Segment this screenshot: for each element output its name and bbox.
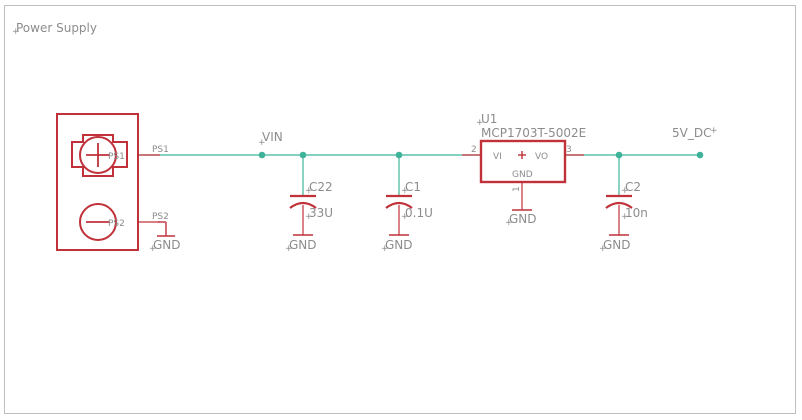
c22-value: 33U <box>309 206 333 220</box>
vin-wires <box>138 154 480 196</box>
gnd-c2-cross: + <box>599 244 607 254</box>
c2-ref: C2 <box>625 180 641 194</box>
gnd-c1-cross: + <box>381 244 389 254</box>
u1-ref-cross: + <box>476 118 484 128</box>
power-connector[interactable] <box>56 113 160 251</box>
gnd-c1-label: GND <box>385 238 413 252</box>
junction-c1 <box>395 151 403 159</box>
c2-value: 10n <box>625 206 648 220</box>
out-cross: + <box>710 126 718 136</box>
connector-pin2-name: PS2 <box>152 212 169 222</box>
c2-value-cross: + <box>621 212 629 222</box>
origin-mark: + <box>12 27 20 37</box>
capacitor-c2[interactable] <box>605 194 633 236</box>
out-net-label: 5V_DC <box>672 126 711 140</box>
gnd-label-ps2-text: GND <box>153 238 181 252</box>
gnd-c22-cross: + <box>285 244 293 254</box>
vout-wires <box>566 154 700 196</box>
c1-ref-cross: + <box>401 186 409 196</box>
junction-vin <box>258 151 266 159</box>
vin-net-label: VIN <box>262 130 283 144</box>
capacitor-c22[interactable] <box>289 194 317 236</box>
u1-pin-vo-num: 3 <box>566 145 572 155</box>
gnd-u1-label: GND <box>509 212 537 226</box>
connector-pad2-label: PS2 <box>108 219 125 229</box>
u1-part: MCP1703T-5002E <box>481 126 586 140</box>
c22-value-cross: + <box>305 212 313 222</box>
c1-value-cross: + <box>401 212 409 222</box>
u1-pin-vo: VO <box>535 152 548 162</box>
sheet-frame <box>4 5 796 414</box>
junction-5v <box>696 151 704 159</box>
u1-pin-gnd: GND <box>512 170 533 180</box>
c22-ref: C22 <box>309 180 333 194</box>
u1-ref: U1 <box>481 112 497 126</box>
c1-value: 0.1U <box>405 206 433 220</box>
junction-c22 <box>299 151 307 159</box>
c22-ref-cross: + <box>305 186 313 196</box>
u1-pin-vi: VI <box>493 152 502 162</box>
connector-pad1-label: PS1 <box>108 152 125 162</box>
c1-ref: C1 <box>405 180 421 194</box>
sheet-title: Power Supply <box>16 21 97 35</box>
gnd-u1-cross: + <box>505 218 513 228</box>
gnd-c2-label: GND <box>603 238 631 252</box>
capacitor-c1[interactable] <box>385 194 413 236</box>
gnd-label-ps2: + <box>149 244 157 254</box>
ground-ps2 <box>157 221 175 237</box>
regulator-u1[interactable] <box>462 139 584 211</box>
junction-c2 <box>615 151 623 159</box>
c2-ref-cross: + <box>621 186 629 196</box>
gnd-c22-label: GND <box>289 238 317 252</box>
vin-cross: + <box>258 138 266 148</box>
u1-pin-vi-num: 2 <box>471 145 477 155</box>
connector-pin1-name: PS1 <box>152 145 169 155</box>
u1-pin-gnd-num: 1 <box>512 186 522 192</box>
